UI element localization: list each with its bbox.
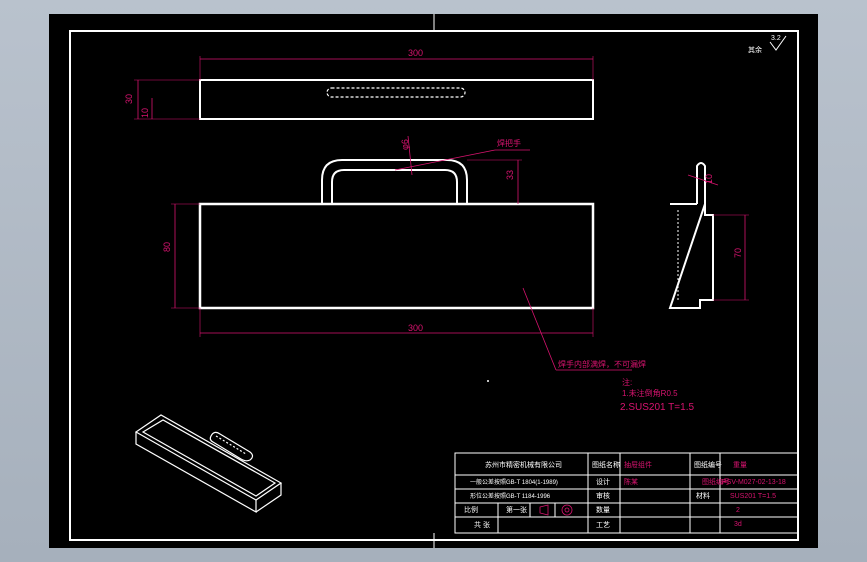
dim-slot-offset: 10 [140, 108, 150, 118]
leader-bottom [522, 287, 557, 371]
tb-designer-label: 设计 [596, 477, 610, 486]
tb-drawing-name: 抽屉组件 [624, 460, 652, 469]
handle-callout: 焊把手 [497, 138, 521, 148]
tb-material-label: 材料 [696, 491, 710, 500]
isometric-view [134, 414, 283, 514]
leader-diameter [407, 135, 413, 176]
tb-sheet-label: 第一张 [506, 505, 527, 514]
tb-standard-1: 一般公差按照GB-T 1804(1-1989) [470, 478, 558, 486]
tb-mass: 3d [734, 521, 742, 528]
tb-process-label: 工艺 [596, 521, 610, 529]
dim-top-length: 300 [408, 48, 423, 58]
roughness-value: 3.2 [771, 35, 781, 42]
dim-handle-diameter: φ6 [400, 139, 410, 150]
tb-standard-2: 形位公差按照GB-T 1184-1996 [470, 492, 551, 500]
roughness-label: 其余 [748, 45, 762, 54]
dim-line-side-small [687, 174, 719, 186]
tb-qty: 2 [736, 507, 740, 514]
dim-side-height: 70 [733, 248, 743, 258]
note-line-1: 1.未注倒角R0.5 [622, 388, 678, 398]
dim-side-small: 10 [704, 174, 714, 184]
side-view-profile [668, 162, 714, 309]
tb-ratio-label: 比例 [464, 505, 478, 514]
top-view-slot [326, 87, 466, 98]
tb-drawing-no-label: 图纸编号 [694, 460, 722, 469]
handle-inner [331, 169, 458, 204]
title-block [454, 452, 799, 534]
dim-front-height: 80 [162, 242, 172, 252]
note-material: 2.SUS201 T=1.5 [620, 402, 694, 413]
tb-designer: 陈某 [624, 477, 638, 486]
dim-handle-height: 33 [505, 170, 515, 180]
tb-reviewer-label: 审核 [596, 491, 610, 500]
leader-handle [394, 149, 496, 171]
roughness-icon [769, 35, 787, 51]
notes-title: 注: [622, 377, 632, 387]
tb-drawing-no: PSV-M027-02-13-18 [722, 479, 786, 486]
weld-callout: 焊手内部满焊，不可漏焊 [558, 359, 646, 369]
dot-mark [487, 380, 489, 382]
tb-qty-label: 数量 [596, 505, 610, 514]
top-view-outline [199, 79, 594, 120]
tb-weight-label: 重量 [733, 461, 747, 469]
tb-drawing-no-mark: 图纸编号 [702, 477, 730, 486]
tb-drawing-label: 图纸名称 [592, 460, 620, 469]
projection-symbol-icon [539, 504, 573, 516]
tb-scale-label: 共 张 [474, 520, 490, 529]
dim-top-height: 30 [124, 94, 134, 104]
handle-outer [321, 159, 468, 204]
dim-front-length: 300 [408, 323, 423, 333]
tb-material: SUS201 T=1.5 [730, 493, 776, 500]
front-view-body [198, 202, 595, 310]
tb-company: 苏州市精密机械有限公司 [485, 460, 562, 469]
